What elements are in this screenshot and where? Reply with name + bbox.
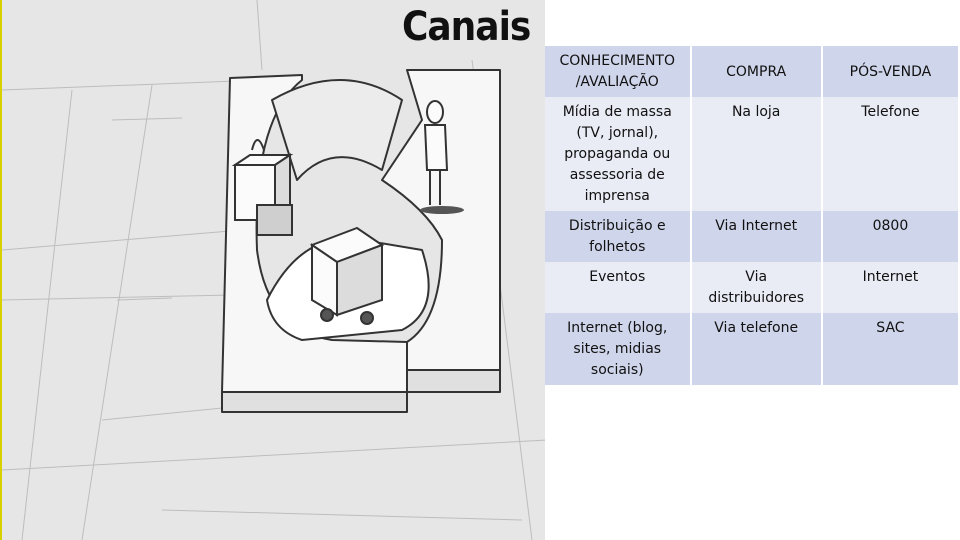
table-cell: Na loja [690,97,823,211]
table-row: Mídia de massa (TV, jornal), propaganda … [545,97,960,211]
table-header-row: CONHECIMENTO /AVALIAÇÃO COMPRA PÓS-VENDA [545,46,960,97]
sketch-panel: Canais [0,0,545,540]
table-cell: 0800 [821,211,960,262]
channels-table: CONHECIMENTO /AVALIAÇÃO COMPRA PÓS-VENDA… [545,46,960,385]
table-row: Internet (blog, sites, midias sociais) V… [545,313,960,385]
table-cell: Via telefone [690,313,823,385]
table-cell: Telefone [821,97,960,211]
table-cell: Internet [821,262,960,313]
table-cell: Internet (blog, sites, midias sociais) [545,313,692,385]
channels-sketch-illustration [2,0,545,540]
header-purchase: COMPRA [690,46,823,97]
table-row: Distribuição e folhetos Via Internet 080… [545,211,960,262]
table-cell: SAC [821,313,960,385]
table-row: Eventos Via distribuidores Internet [545,262,960,313]
header-awareness: CONHECIMENTO /AVALIAÇÃO [545,46,692,97]
table-cell: Eventos [545,262,692,313]
table-cell: Distribuição e folhetos [545,211,692,262]
table-cell: Mídia de massa (TV, jornal), propaganda … [545,97,692,211]
header-after-sales: PÓS-VENDA [821,46,960,97]
page-title: Canais [402,4,531,50]
table-cell: Via distribuidores [690,262,823,313]
table-cell: Via Internet [690,211,823,262]
